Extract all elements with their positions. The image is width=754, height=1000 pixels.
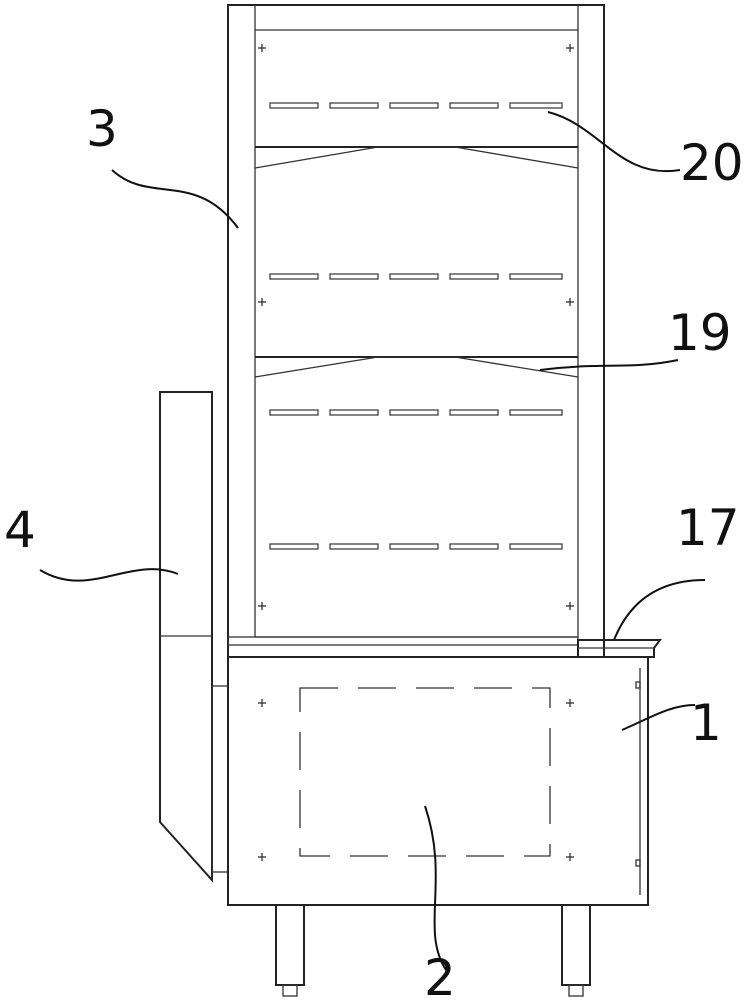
slot-row-2 (270, 274, 562, 279)
label-17: 17 (676, 499, 740, 557)
label-3: 3 (86, 100, 118, 158)
side-chute (160, 392, 228, 880)
leader-lines (40, 112, 705, 970)
shelf-bar-upper (255, 147, 578, 168)
base-cabinet (228, 657, 648, 905)
label-19: 19 (668, 304, 732, 362)
label-20: 20 (680, 134, 744, 192)
shelf-slot-rows (270, 103, 562, 549)
shelf-bar-lower (255, 357, 578, 377)
label-1: 1 (690, 694, 722, 752)
slot-row-3 (270, 410, 562, 415)
slot-row-1 (270, 103, 562, 108)
slot-row-4 (270, 544, 562, 549)
part-labels: 3 20 19 4 17 1 2 (4, 100, 744, 1000)
label-2: 2 (424, 949, 456, 1000)
dashed-panel (300, 688, 550, 856)
label-4: 4 (4, 501, 36, 559)
shelf-bars (255, 147, 578, 377)
front-lip (228, 637, 660, 657)
frame-screws (258, 44, 574, 610)
